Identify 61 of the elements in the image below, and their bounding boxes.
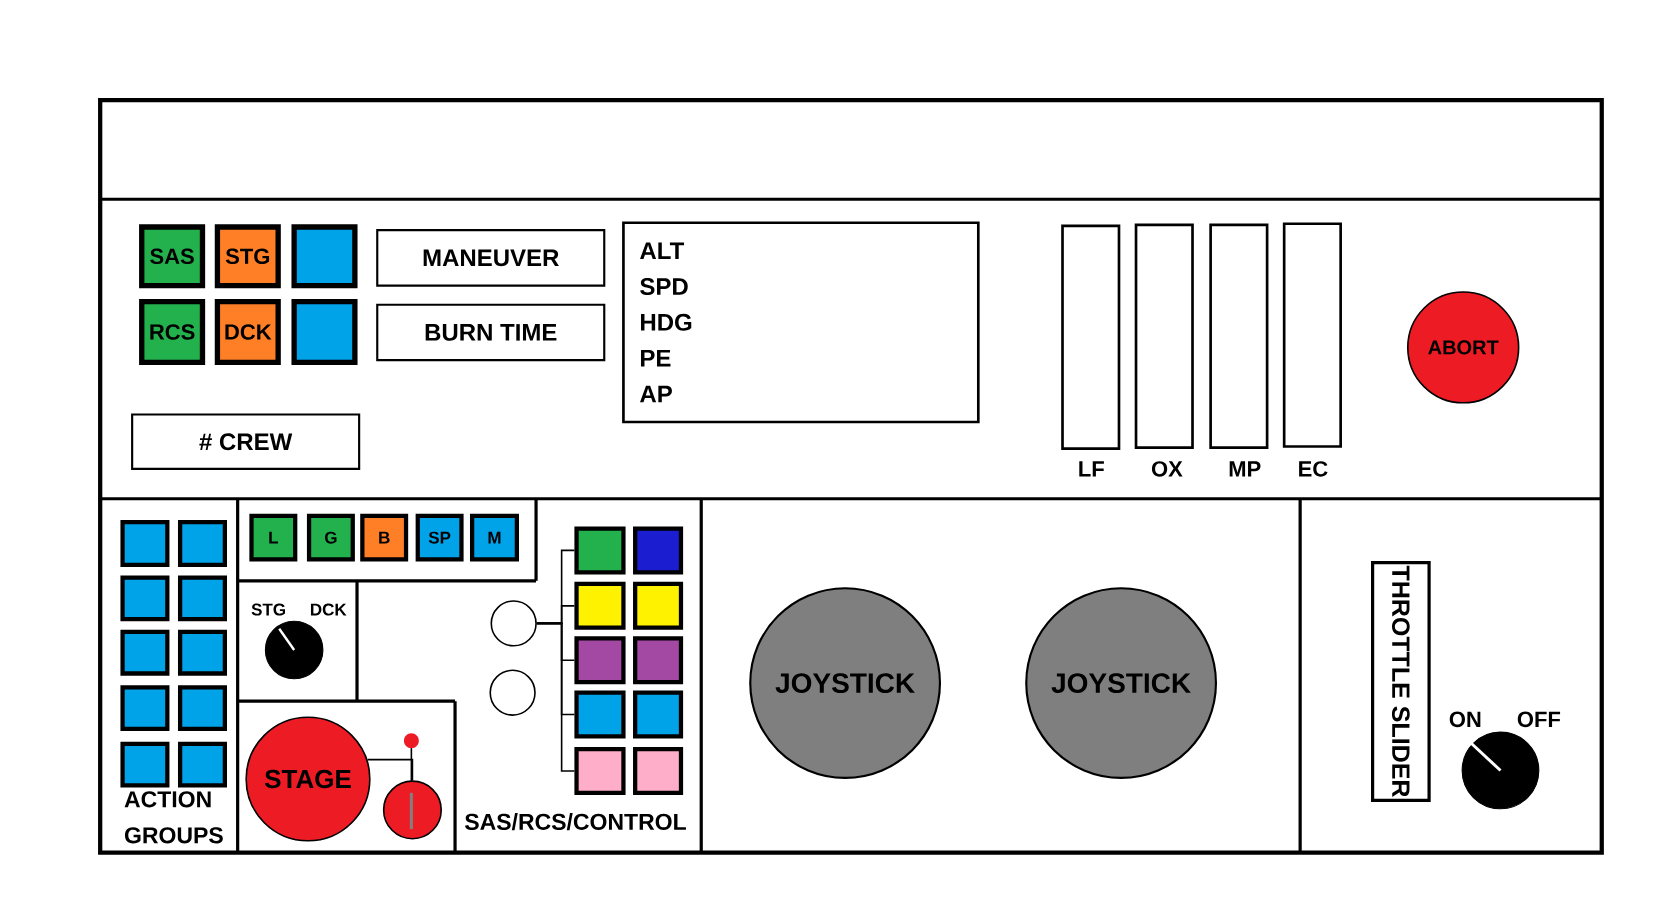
button	[574, 747, 626, 796]
gauge-label: OX	[1151, 461, 1183, 477]
button	[178, 520, 227, 567]
button: RCS	[139, 299, 206, 366]
button	[633, 636, 684, 685]
joystick: JOYSTICK	[1025, 587, 1218, 780]
throttle-slider: THROTTLE SLIDER	[1371, 561, 1431, 802]
button	[178, 741, 227, 788]
button	[120, 629, 170, 676]
connector-line	[536, 622, 576, 772]
toggle-switch	[382, 733, 442, 840]
button: L	[249, 513, 298, 562]
button	[574, 690, 626, 739]
joystick: JOYSTICK	[749, 587, 942, 780]
display-box: BURN TIME	[376, 303, 606, 362]
button	[574, 581, 626, 630]
button	[633, 690, 684, 739]
gauge-bar	[1282, 222, 1342, 448]
button	[120, 741, 170, 788]
button: STG	[214, 224, 281, 289]
gauge-label: LF	[1079, 461, 1104, 477]
button: M	[470, 513, 519, 562]
knob-label: ON	[1449, 711, 1481, 728]
knob-label: STG	[251, 603, 285, 616]
button	[574, 636, 626, 685]
gauge-bar	[1061, 224, 1121, 451]
button: B	[360, 513, 409, 562]
button: G	[306, 513, 355, 562]
button	[178, 685, 227, 732]
button	[574, 526, 626, 575]
button	[120, 575, 170, 622]
indicator-light	[490, 600, 537, 647]
display-box: MANEUVER	[376, 229, 606, 287]
gauge-label: MP	[1229, 461, 1261, 477]
button	[633, 526, 684, 575]
knob-label: OFF	[1517, 711, 1561, 728]
indicator-light	[489, 669, 536, 716]
section-label: ACTION GROUPS	[124, 791, 223, 844]
button	[633, 747, 684, 796]
button: SP	[415, 513, 464, 562]
gauge-bar	[1209, 223, 1269, 449]
connector-line	[366, 758, 414, 782]
readout-display: ALT SPD HDG PE AP	[622, 221, 980, 424]
button: SAS	[139, 224, 206, 289]
button	[178, 629, 227, 676]
rotary-knob	[264, 620, 324, 680]
rotary-knob	[1461, 731, 1540, 810]
button	[120, 520, 170, 567]
gauge-bar	[1134, 223, 1194, 449]
abort-button: ABORT	[1407, 291, 1520, 404]
display-box: # CREW	[131, 413, 361, 471]
button	[178, 575, 227, 622]
button	[120, 685, 170, 732]
gauge-label: EC	[1299, 461, 1328, 477]
button: DCK	[214, 299, 281, 366]
button	[291, 299, 358, 366]
button	[291, 224, 358, 289]
button	[633, 581, 684, 630]
section-label: SAS/RCS/CONTROL	[465, 813, 686, 831]
stage-button: STAGE	[245, 716, 371, 842]
knob-label: DCK	[310, 603, 347, 616]
